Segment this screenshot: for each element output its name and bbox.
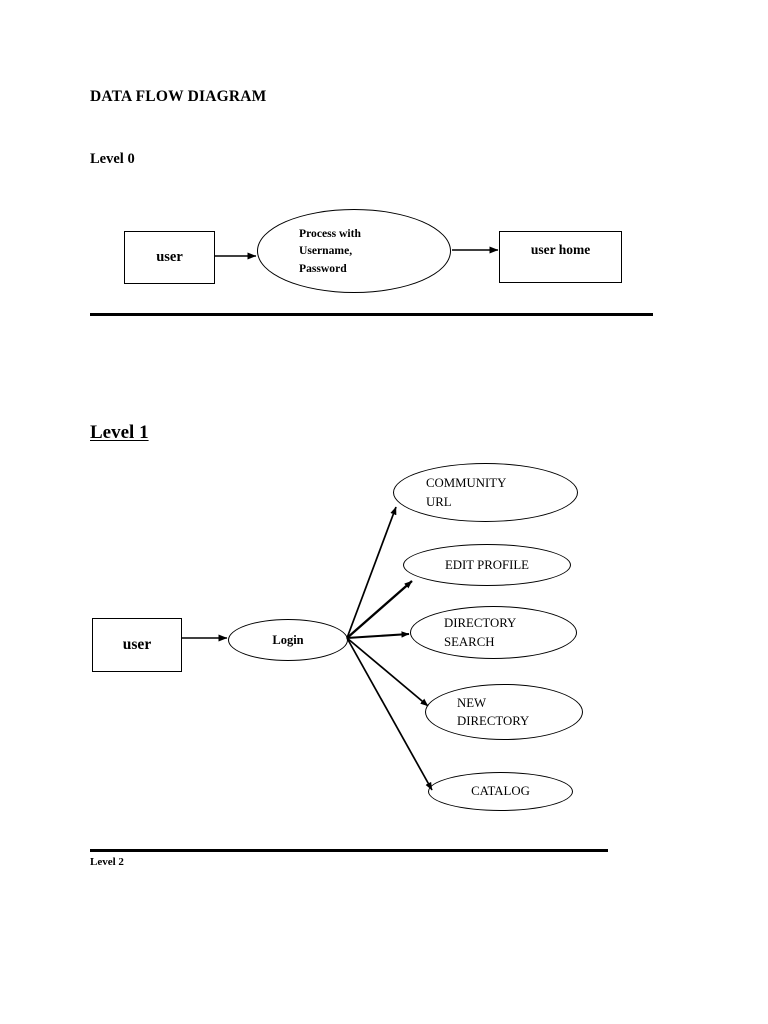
level-1-heading: Level 1 bbox=[90, 422, 149, 443]
arrow-level1-login-to-catalog bbox=[346, 637, 433, 791]
level1-catalog-label: CATALOG bbox=[471, 784, 530, 799]
level1-edit-profile-label: EDIT PROFILE bbox=[444, 557, 529, 572]
level0-user-home-label: user home bbox=[530, 242, 591, 257]
level1-directory-search-node: DIRECTORY SEARCH bbox=[410, 606, 577, 659]
arrow-level1-login-to-community-url bbox=[346, 506, 397, 639]
level1-new-directory-node: NEW DIRECTORY bbox=[425, 684, 583, 740]
level1-directory-search-label: DIRECTORY SEARCH bbox=[444, 616, 517, 649]
level0-user-label: user bbox=[156, 249, 183, 265]
level0-user-entity: user bbox=[124, 231, 215, 284]
level1-user-entity: user bbox=[92, 618, 182, 672]
section-divider-level1 bbox=[90, 849, 608, 852]
level1-login-process-node: Login bbox=[228, 619, 348, 661]
level1-new-directory-label: NEW DIRECTORY bbox=[457, 695, 530, 728]
level1-community-url-label: COMMUNITY URL bbox=[426, 476, 507, 509]
level0-process-label: Process with Username, Password bbox=[299, 227, 361, 275]
level1-community-url-node: COMMUNITY URL bbox=[393, 463, 578, 522]
arrow-level1-login-to-edit-profile bbox=[346, 580, 413, 639]
arrow-level1-login-to-directory-search bbox=[346, 631, 410, 640]
level1-user-label: user bbox=[122, 636, 152, 653]
level1-catalog-node: CATALOG bbox=[428, 772, 573, 811]
level1-login-label: Login bbox=[272, 632, 304, 647]
level1-edit-profile-node: EDIT PROFILE bbox=[403, 544, 571, 586]
level-0-heading: Level 0 bbox=[90, 151, 135, 167]
section-divider-level0 bbox=[90, 313, 653, 316]
level-2-heading: Level 2 bbox=[90, 856, 124, 868]
level0-user-home-entity: user home bbox=[499, 231, 622, 283]
level0-process-node: Process with Username, Password bbox=[257, 209, 451, 293]
page-title: DATA FLOW DIAGRAM bbox=[90, 88, 267, 105]
